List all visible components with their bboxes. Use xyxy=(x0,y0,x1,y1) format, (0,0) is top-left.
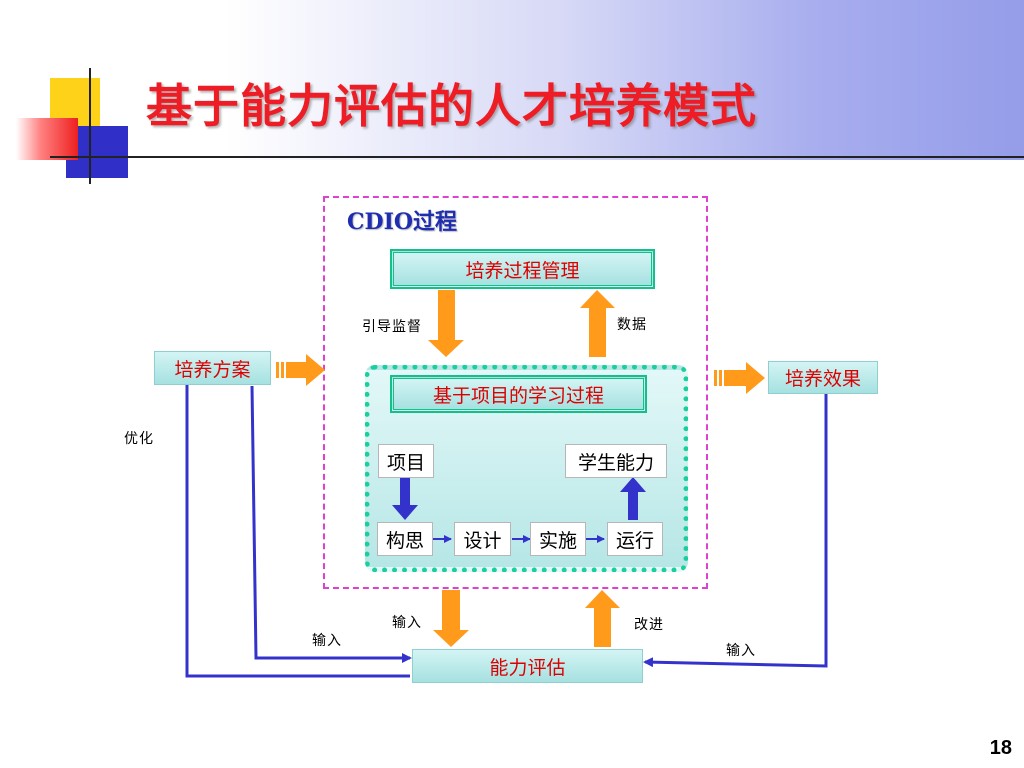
deco-vertical-line xyxy=(89,68,91,184)
arrow-operate-to-ability xyxy=(620,477,646,520)
label-optimize: 优化 xyxy=(124,431,154,447)
node-design: 设计 xyxy=(454,522,511,556)
label-data: 数据 xyxy=(617,317,647,333)
node-pbl-process: 基于项目的学习过程 xyxy=(391,376,646,412)
label-input-left: 输入 xyxy=(312,633,342,649)
node-implement: 实施 xyxy=(530,522,586,556)
arrow-plan-to-cdio xyxy=(276,354,325,386)
deco-red-square xyxy=(16,118,78,160)
arrow-cdio-to-effect xyxy=(714,362,765,394)
node-training-effect: 培养效果 xyxy=(768,361,878,394)
line-assessment-to-plan xyxy=(182,360,410,678)
node-ability-assessment: 能力评估 xyxy=(412,649,643,683)
header-band xyxy=(0,0,1024,160)
arrow-project-to-conceive xyxy=(392,478,418,520)
arrow-guide-down xyxy=(428,290,464,357)
arrow-improve-up xyxy=(585,590,620,647)
page-title: 基于能力评估的人才培养模式 xyxy=(146,79,757,133)
label-guide-supervise: 引导监督 xyxy=(362,319,422,335)
node-project: 项目 xyxy=(378,444,434,478)
cdio-label: CDIO过程 xyxy=(347,209,458,235)
node-training-plan: 培养方案 xyxy=(154,351,271,385)
label-improve: 改进 xyxy=(634,617,664,633)
node-process-management: 培养过程管理 xyxy=(391,250,654,288)
node-student-ability: 学生能力 xyxy=(565,444,667,478)
deco-horizontal-line xyxy=(50,156,1024,158)
arrow-input-down xyxy=(433,590,469,647)
label-input-right: 输入 xyxy=(726,643,756,659)
node-conceive: 构思 xyxy=(377,522,433,556)
arrow-data-up xyxy=(580,290,615,357)
node-operate: 运行 xyxy=(607,522,663,556)
page-number: 18 xyxy=(989,737,1012,759)
line-plan-to-assessment xyxy=(250,385,412,663)
line-effect-to-assessment xyxy=(643,394,828,668)
label-input-center: 输入 xyxy=(392,615,422,631)
